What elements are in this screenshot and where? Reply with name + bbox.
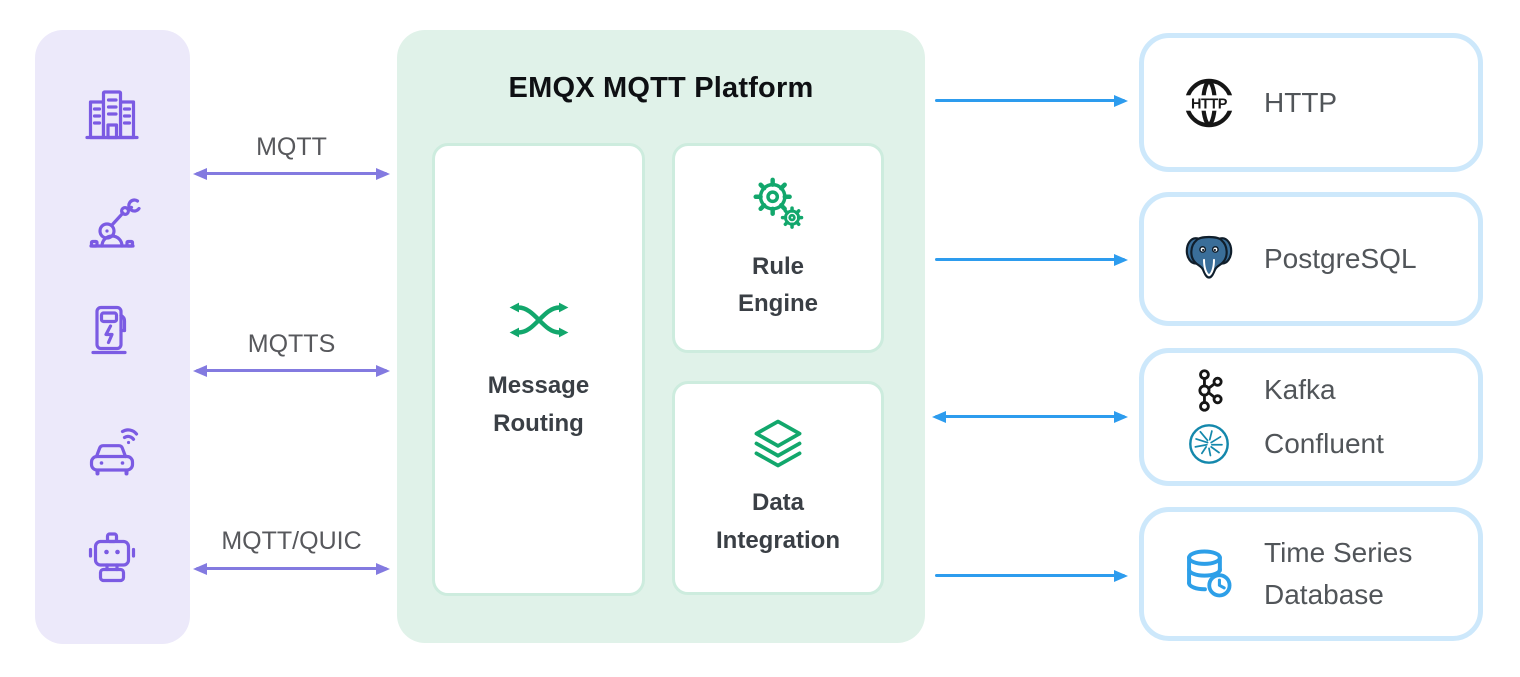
- protocol-arrow-mqtt-quic: [193, 562, 390, 575]
- robot-icon: [88, 532, 136, 583]
- integration-arrow-postgresql: [932, 253, 1128, 266]
- integration-arrow-http: [932, 94, 1128, 107]
- integration-http-box: HTTP HTTP: [1139, 33, 1483, 172]
- integration-arrow-kafka: [932, 410, 1128, 423]
- integration-label: Confluent: [1264, 427, 1384, 459]
- building-icon: [85, 90, 139, 140]
- layers-icon: [754, 419, 802, 468]
- integration-label: HTTP: [1264, 86, 1338, 118]
- module-data-integration: Data Integration: [672, 381, 884, 595]
- confluent-icon: [1180, 421, 1238, 467]
- integration-kafka-confluent-box: Kafka: [1139, 348, 1483, 486]
- module-rule-engine: Rule Engine: [672, 143, 884, 353]
- devices-panel: [35, 30, 190, 644]
- integration-label: PostgreSQL: [1264, 243, 1417, 274]
- connected-car-icon: [89, 428, 139, 476]
- integration-label: Time Series Database: [1264, 537, 1413, 610]
- svg-text:HTTP: HTTP: [1191, 96, 1228, 112]
- integration-arrow-tsdb: [932, 569, 1128, 582]
- time-series-database-icon: [1180, 545, 1238, 603]
- protocol-label-mqtts: MQTTS: [247, 330, 336, 358]
- protocol-arrow-mqtt: [193, 167, 390, 180]
- integration-tsdb-box: Time Series Database: [1139, 507, 1483, 641]
- module-label: Message Routing: [487, 372, 590, 437]
- shuffle-icon: [509, 302, 568, 338]
- kafka-row: Kafka: [1180, 368, 1336, 413]
- kafka-icon: [1180, 368, 1238, 413]
- platform-title: EMQX MQTT Platform: [508, 72, 814, 104]
- robot-arm-icon: [89, 198, 141, 248]
- confluent-row: Confluent: [1180, 421, 1384, 467]
- integration-postgresql-box: PostgreSQL: [1139, 192, 1483, 326]
- platform-panel: EMQX MQTT Platform Message Routing: [397, 30, 925, 643]
- gears-icon: [753, 177, 804, 229]
- module-label: Data Integration: [716, 489, 840, 554]
- ev-charger-icon: [91, 305, 127, 355]
- protocol-arrow-mqtts: [193, 364, 390, 377]
- http-globe-icon: HTTP: [1180, 74, 1238, 132]
- protocol-label-mqtt: MQTT: [256, 133, 327, 161]
- protocol-label-mqtt-quic: MQTT/QUIC: [221, 527, 362, 555]
- module-label: Rule Engine: [737, 252, 818, 317]
- postgresql-elephant-icon: [1180, 230, 1238, 288]
- module-message-routing: Message Routing: [432, 143, 645, 596]
- integration-label: Kafka: [1264, 374, 1336, 405]
